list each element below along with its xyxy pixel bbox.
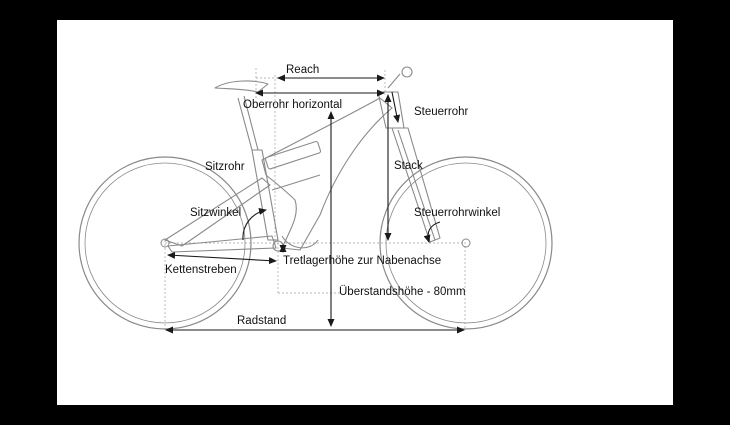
dimension-labels: Reach Oberrohr horizontal Steuerrohr Sit… <box>165 64 500 327</box>
label-head-angle: Steuerrohrwinkel <box>414 207 500 219</box>
label-reach: Reach <box>286 64 319 76</box>
label-stack: Stack <box>394 160 423 172</box>
label-seat-angle: Sitzwinkel <box>190 207 241 219</box>
label-head-tube: Steuerrohr <box>414 106 469 118</box>
head-angle-arc <box>423 221 441 243</box>
dimension-lines <box>165 74 465 334</box>
label-wheelbase: Radstand <box>237 315 286 327</box>
diagram-panel <box>57 20 673 405</box>
chainstay-line <box>167 251 277 265</box>
saddle <box>214 80 269 93</box>
bike-frame <box>164 66 441 253</box>
label-standover: Überstandshöhe - 80mm <box>339 286 466 298</box>
head-tube-line <box>391 91 401 123</box>
front-wheel <box>379 156 553 330</box>
label-top-tube: Oberrohr horizontal <box>243 99 342 111</box>
label-seat-tube: Sitzrohr <box>205 161 245 173</box>
label-bb-height: Tretlagerhöhe zur Nabenachse <box>283 255 441 267</box>
seat-angle-arc <box>242 208 267 241</box>
label-chainstays: Kettenstreben <box>165 264 237 276</box>
